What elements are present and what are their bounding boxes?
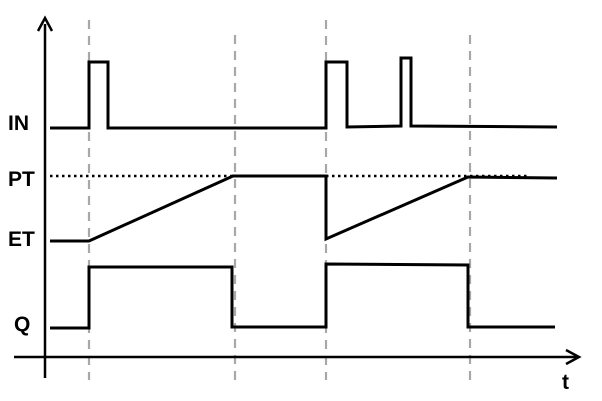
label-t: t — [562, 371, 569, 394]
axes — [14, 15, 582, 378]
y-axis-arrow — [36, 15, 54, 32]
et-signal-trace — [50, 174, 558, 243]
label-et: ET — [8, 228, 35, 251]
label-pt: PT — [8, 168, 35, 191]
in-signal-trace — [50, 56, 558, 130]
q-signal-trace — [50, 262, 555, 330]
x-axis-arrow — [565, 348, 582, 366]
label-in: IN — [8, 112, 29, 135]
label-q: Q — [14, 313, 30, 336]
